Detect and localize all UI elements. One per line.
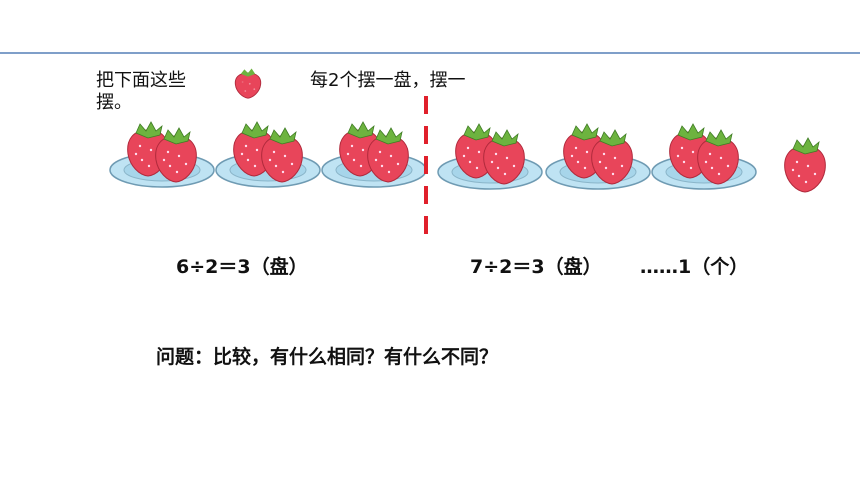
- formula-right: 7÷2＝3（盘）: [470, 256, 602, 278]
- intro-line1-part1: 把下面这些: [96, 70, 186, 91]
- plate-group-4: [434, 124, 546, 194]
- leftover-strawberry: [784, 137, 826, 193]
- divider-dashed-line: [424, 96, 428, 238]
- plate-group-6: [648, 124, 760, 194]
- top-rule: [0, 52, 860, 54]
- plate-group-5: [542, 124, 654, 194]
- intro-line1-part2: 每2个摆一盘，摆一: [310, 70, 466, 91]
- strawberry-icon: [234, 68, 262, 99]
- plate-group-1: [106, 122, 218, 192]
- intro-line2: 摆。: [96, 92, 132, 113]
- plate-group-3: [318, 122, 430, 192]
- formula-left: 6÷2＝3（盘）: [176, 256, 308, 278]
- question-text: 问题：比较，有什么相同？有什么不同？: [156, 346, 499, 368]
- plate-group-2: [212, 122, 324, 192]
- formula-remainder: ……1（个）: [640, 256, 749, 278]
